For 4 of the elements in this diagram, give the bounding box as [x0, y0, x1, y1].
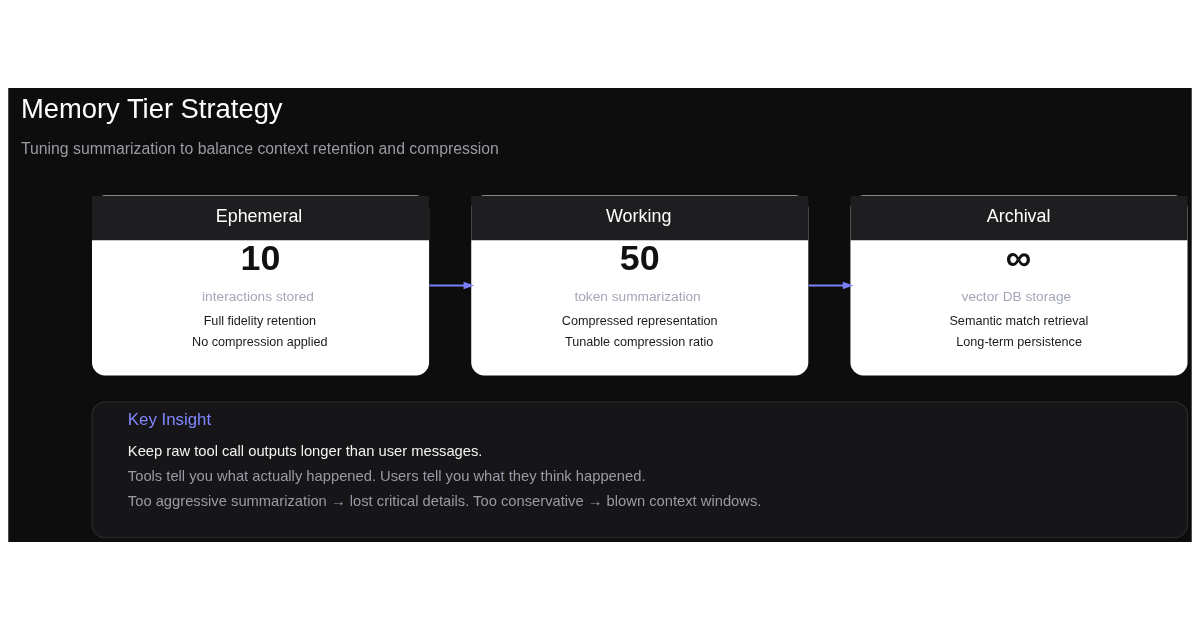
label: Tuning summarization to balance context retention and compression — [20, 139, 499, 157]
arrow — [429, 281, 475, 290]
diagram-title: Memory Tier Strategy — [20, 93, 283, 125]
arrow — [808, 281, 854, 290]
